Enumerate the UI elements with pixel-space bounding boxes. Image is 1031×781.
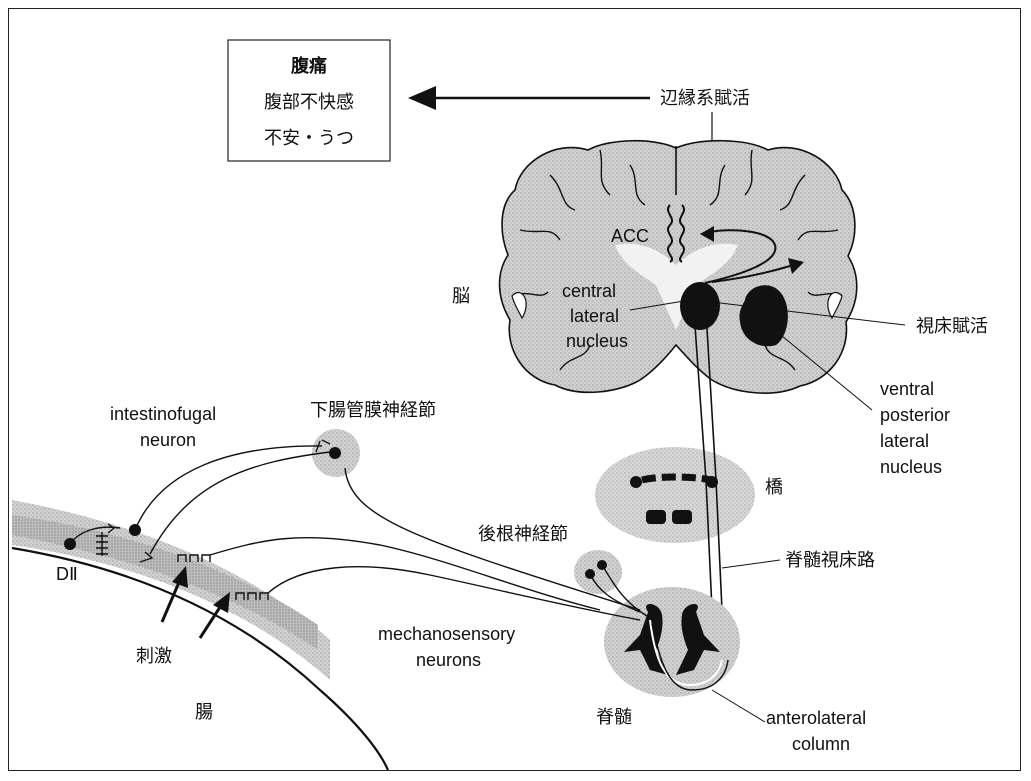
acc-label: ACC bbox=[611, 226, 649, 246]
limbic-activation-label: 辺縁系賦活 bbox=[660, 88, 750, 109]
spinothalamic-pointer-line bbox=[722, 560, 780, 568]
central-lateral-label-2: lateral bbox=[570, 306, 619, 326]
symptom-abdominal-discomfort: 腹部不快感 bbox=[264, 92, 354, 113]
stimulus-label: 刺激 bbox=[136, 646, 172, 667]
limbic-to-symptoms-arrow bbox=[408, 86, 650, 110]
brain-label: 脳 bbox=[452, 286, 470, 307]
intestinofugal-label-1: intestinofugal bbox=[110, 404, 216, 424]
inferior-mesenteric-ganglion-label: 下腸管膜神経節 bbox=[310, 400, 436, 421]
vpl-label-4: nucleus bbox=[880, 457, 942, 477]
central-lateral-label-3: nucleus bbox=[566, 331, 628, 351]
intestine-label: 腸 bbox=[195, 702, 213, 723]
anterolateral-label-2: column bbox=[792, 734, 850, 754]
anterolateral-pointer-line bbox=[712, 690, 765, 722]
spinal-cord-label: 脊髄 bbox=[596, 707, 632, 728]
vpl-label-2: posterior bbox=[880, 405, 950, 425]
dorsal-root-ganglion-label: 後根神経節 bbox=[478, 524, 568, 545]
brain-section bbox=[500, 141, 857, 393]
vpl-label-1: ventral bbox=[880, 379, 934, 399]
intestinofugal-label-2: neuron bbox=[140, 430, 196, 450]
symptom-abdominal-pain: 腹痛 bbox=[291, 55, 327, 77]
pons-label: 橋 bbox=[765, 477, 783, 498]
thalamus-activation-label: 視床賦活 bbox=[916, 316, 988, 337]
mechanosensory-label-1: mechanosensory bbox=[378, 624, 515, 644]
spinothalamic-tract-label: 脊髄視床路 bbox=[785, 550, 875, 571]
spinal-cord-section bbox=[604, 587, 740, 697]
dii-label: DⅡ bbox=[56, 564, 78, 584]
central-lateral-label-1: central bbox=[562, 281, 616, 301]
vpl-label-3: lateral bbox=[880, 431, 929, 451]
anterolateral-label-1: anterolateral bbox=[766, 708, 866, 728]
pons-section bbox=[595, 447, 755, 543]
mechanosensory-label-2: neurons bbox=[416, 650, 481, 670]
symptom-anxiety-depression: 不安・うつ bbox=[264, 128, 354, 149]
symptoms-box: 腹痛 腹部不快感 不安・うつ bbox=[228, 40, 390, 161]
